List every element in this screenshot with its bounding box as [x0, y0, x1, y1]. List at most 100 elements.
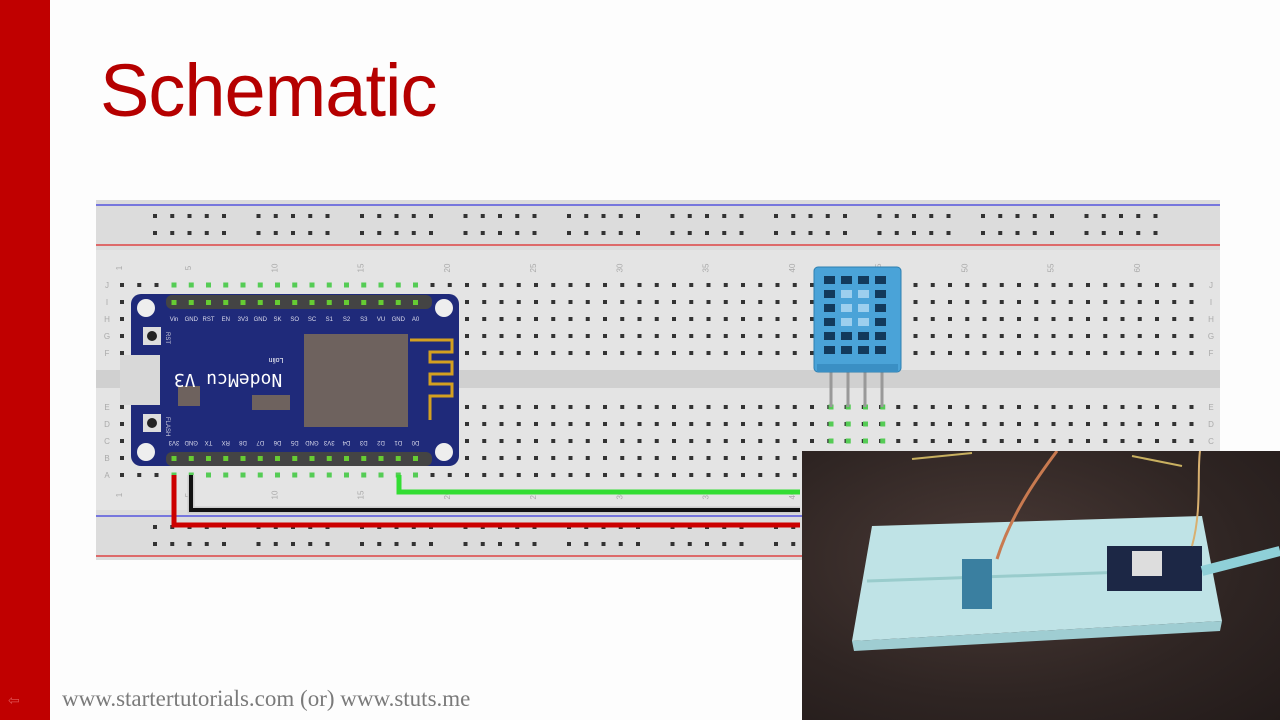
rail-hole — [411, 542, 416, 546]
breadboard-hole — [1034, 334, 1039, 338]
pin-label: 3V3 — [168, 439, 179, 445]
sensor-grille-slot — [875, 304, 886, 312]
pin-label: GND — [185, 317, 199, 323]
rail-hole — [170, 542, 175, 546]
rail-hole — [808, 214, 813, 218]
breadboard-hole — [758, 422, 763, 426]
breadboard-hole — [1034, 422, 1039, 426]
rail-hole — [946, 214, 951, 218]
sensor-grille-slot — [858, 290, 869, 298]
rail-hole — [584, 214, 589, 218]
breadboard-hole — [672, 351, 676, 355]
breadboard-hole — [499, 283, 504, 287]
rail-hole — [687, 231, 692, 235]
breadboard-hole — [1189, 300, 1194, 304]
pin — [309, 456, 315, 461]
rail-hole — [601, 542, 606, 546]
breadboard-hole — [482, 334, 487, 338]
slide-sidebar-accent — [0, 0, 50, 720]
pin-label: D3 — [359, 439, 367, 445]
breadboard-hole — [792, 334, 797, 338]
board-name-label: NodeMcu V3 — [174, 369, 282, 390]
breadboard-hole — [1155, 334, 1159, 338]
breadboard-hole — [1017, 422, 1021, 426]
breadboard-hole — [654, 351, 659, 355]
sensor-grille-slot — [858, 318, 869, 326]
rail-hole — [705, 214, 709, 218]
rail-hole — [791, 542, 796, 546]
breadboard-hole — [482, 422, 487, 426]
connected-hole — [344, 472, 349, 478]
sensor-grille-slot — [875, 318, 886, 326]
connected-hole — [240, 282, 246, 288]
breadboard-hole — [948, 317, 952, 321]
connected-hole — [240, 472, 246, 478]
breadboard-hole — [1137, 351, 1142, 355]
rail-hole — [480, 231, 485, 235]
breadboard-hole — [1051, 351, 1056, 355]
sensor-grille-slot — [858, 346, 869, 354]
row-label: H — [1208, 315, 1214, 324]
breadboard-hole — [447, 473, 452, 477]
rail-hole — [636, 214, 640, 218]
breadboard-hole — [1086, 439, 1090, 443]
rail-hole — [308, 214, 313, 218]
breadboard-hole — [706, 300, 711, 304]
breadboard-hole — [568, 351, 573, 355]
breadboard-hole — [499, 351, 504, 355]
back-arrow-icon[interactable]: ⇦ — [8, 692, 20, 708]
breadboard-hole — [551, 317, 556, 321]
breadboard-hole — [913, 439, 918, 443]
rail-hole — [1050, 231, 1054, 235]
breadboard-hole — [534, 422, 538, 426]
breadboard-hole — [585, 351, 590, 355]
breadboard-hole — [741, 334, 745, 338]
column-label: 5 — [184, 265, 193, 270]
pin — [378, 456, 384, 461]
breadboard-hole — [672, 473, 676, 477]
row-label: I — [106, 298, 108, 307]
breadboard-hole — [775, 405, 780, 409]
breadboard-hole — [620, 317, 625, 321]
rail-hole — [981, 231, 985, 235]
breadboard-hole — [620, 283, 625, 287]
breadboard-hole — [689, 317, 694, 321]
breadboard-hole — [1172, 283, 1177, 287]
connected-hole — [395, 282, 401, 288]
breadboard-hole — [637, 473, 642, 477]
breadboard-hole — [706, 422, 711, 426]
rail-hole — [791, 214, 796, 218]
rail-hole — [515, 214, 520, 218]
pin — [413, 300, 418, 305]
rail-hole — [532, 542, 537, 546]
pin-label: A0 — [412, 317, 420, 323]
rail-hole — [912, 214, 916, 218]
breadboard-hole — [1172, 300, 1177, 304]
breadboard-hole — [723, 405, 728, 409]
breadboard-hole — [982, 351, 987, 355]
rail-hole — [360, 231, 364, 235]
breadboard-hole — [758, 334, 763, 338]
sensor-leg — [846, 370, 850, 407]
breadboard-hole — [930, 317, 935, 321]
pin-header-bottom — [166, 452, 432, 466]
column-label: 10 — [270, 263, 279, 272]
breadboard-hole — [672, 456, 676, 460]
breadboard-hole — [775, 334, 780, 338]
breadboard-hole — [654, 300, 659, 304]
pin-label: S2 — [343, 317, 351, 323]
breadboard-hole — [948, 334, 952, 338]
sensor-grille-slot — [824, 276, 835, 284]
breadboard-hole — [1155, 317, 1159, 321]
pin-label: VU — [377, 317, 385, 323]
rail-hole — [1015, 214, 1020, 218]
breadboard-hole — [999, 351, 1004, 355]
breadboard-hole — [758, 456, 763, 460]
pin-label: EN — [222, 317, 230, 323]
pin-label: RX — [222, 439, 230, 445]
breadboard-hole — [568, 405, 573, 409]
breadboard-hole — [568, 283, 573, 287]
rail-hole — [394, 214, 399, 218]
rail-hole — [1032, 231, 1037, 235]
row-label: E — [104, 403, 109, 412]
